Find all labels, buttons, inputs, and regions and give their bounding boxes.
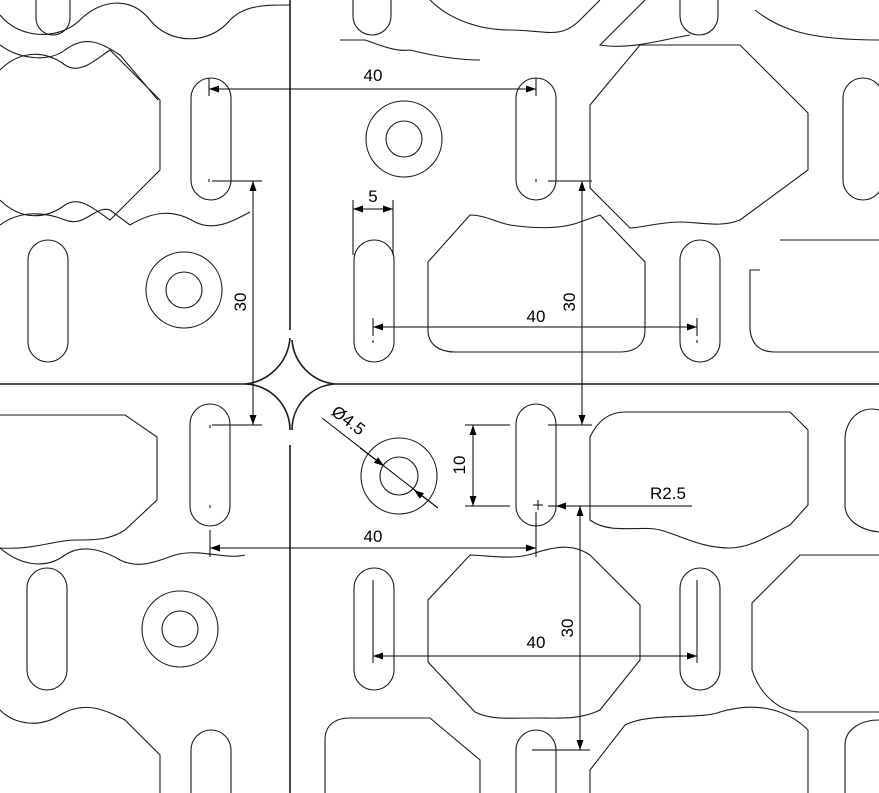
dimension-top-40: 40 — [208, 66, 537, 96]
hole-outer — [360, 437, 438, 515]
hole-outer — [141, 590, 219, 668]
corner-fillet-top-left — [244, 337, 291, 385]
web-curve-bottom-left — [0, 547, 246, 565]
web-curve-mid-left — [129, 211, 251, 227]
dimension-label: 10 — [450, 456, 469, 475]
slot-center-marks — [208, 85, 698, 510]
slot — [515, 729, 557, 793]
slot — [26, 567, 68, 691]
web-curve-bottom-right — [589, 706, 809, 793]
web-curve-top-right — [429, 0, 601, 34]
dimension-label: 40 — [364, 66, 383, 85]
hole-inner — [379, 456, 419, 496]
dimension-label: 30 — [560, 293, 579, 312]
hole-outer — [365, 100, 443, 178]
dimension-radius: R2.5 — [556, 484, 692, 510]
slot — [515, 403, 557, 527]
web-curve-top-left — [0, 2, 291, 40]
web-curve-bottom-far-right — [844, 719, 879, 793]
web-curve-bottom-mid — [324, 717, 481, 793]
slot — [27, 239, 69, 363]
web-curve-row2-left — [0, 49, 161, 221]
hex-cutout-mid — [427, 214, 646, 353]
web-curve-bottom-row — [0, 706, 161, 793]
dimension-left-30: 30 — [212, 180, 262, 426]
corner-fillet-top-right — [291, 339, 336, 385]
web-curve-top-far-right — [598, 0, 691, 47]
dimension-diameter: Ø4.5 — [321, 402, 439, 509]
hole-inner — [385, 120, 423, 158]
corner-fillet-bottom-left — [244, 383, 291, 431]
hole-outer — [145, 251, 223, 329]
octagon-cutout-upper-mid — [340, 39, 481, 61]
dimension-label: 5 — [368, 187, 377, 206]
slot — [190, 77, 232, 201]
dimension-label: 30 — [231, 293, 250, 312]
slot — [353, 567, 395, 691]
slot — [679, 0, 719, 36]
slot — [189, 403, 231, 527]
hex-cutout-lower-mid — [427, 546, 641, 719]
dimension-label: Ø4.5 — [328, 402, 369, 439]
octagon-cutout-right-row3 — [589, 411, 809, 549]
octagon-cutout-right-row2 — [749, 239, 879, 353]
dimension-bottom-40: 40 — [372, 580, 698, 663]
web-curve-upper-left-row — [0, 41, 159, 101]
web-curve-row2-left-lower — [0, 208, 131, 226]
dimension-label: R2.5 — [650, 484, 686, 503]
center-mark — [208, 85, 698, 510]
dimensions: 40 30 5 40 30 — [208, 66, 698, 751]
slot — [35, 0, 71, 36]
corner-fillet-bottom-right — [291, 383, 336, 431]
dimension-mid-30: 30 — [548, 180, 592, 426]
slot — [352, 0, 392, 36]
dimension-bottom-30: 30 — [532, 505, 590, 751]
octagon-cutout-upper-right — [589, 44, 809, 229]
slot — [842, 77, 879, 201]
dimension-height-10: 10 — [450, 424, 510, 507]
octagon-cutout-left-row2 — [0, 414, 158, 549]
dimension-label: 40 — [527, 633, 546, 652]
web-curve-top-edge-right — [754, 9, 879, 41]
hole-inner — [165, 271, 203, 309]
web-curve-lower-right — [751, 554, 879, 713]
slot — [353, 239, 395, 363]
hole-inner — [161, 610, 199, 648]
dimension-mid-40: 40 — [372, 307, 698, 336]
slot — [679, 239, 721, 363]
dimension-label: 40 — [527, 307, 546, 326]
slots — [26, 0, 879, 793]
holes — [141, 100, 443, 668]
dimension-lower-40: 40 — [209, 512, 537, 557]
dimension-label: 40 — [364, 527, 383, 546]
slot — [679, 567, 721, 691]
dimension-label: 30 — [558, 619, 577, 638]
web-curve-right-row3 — [844, 408, 879, 533]
slot — [190, 729, 232, 793]
dimension-width-5: 5 — [352, 187, 394, 255]
